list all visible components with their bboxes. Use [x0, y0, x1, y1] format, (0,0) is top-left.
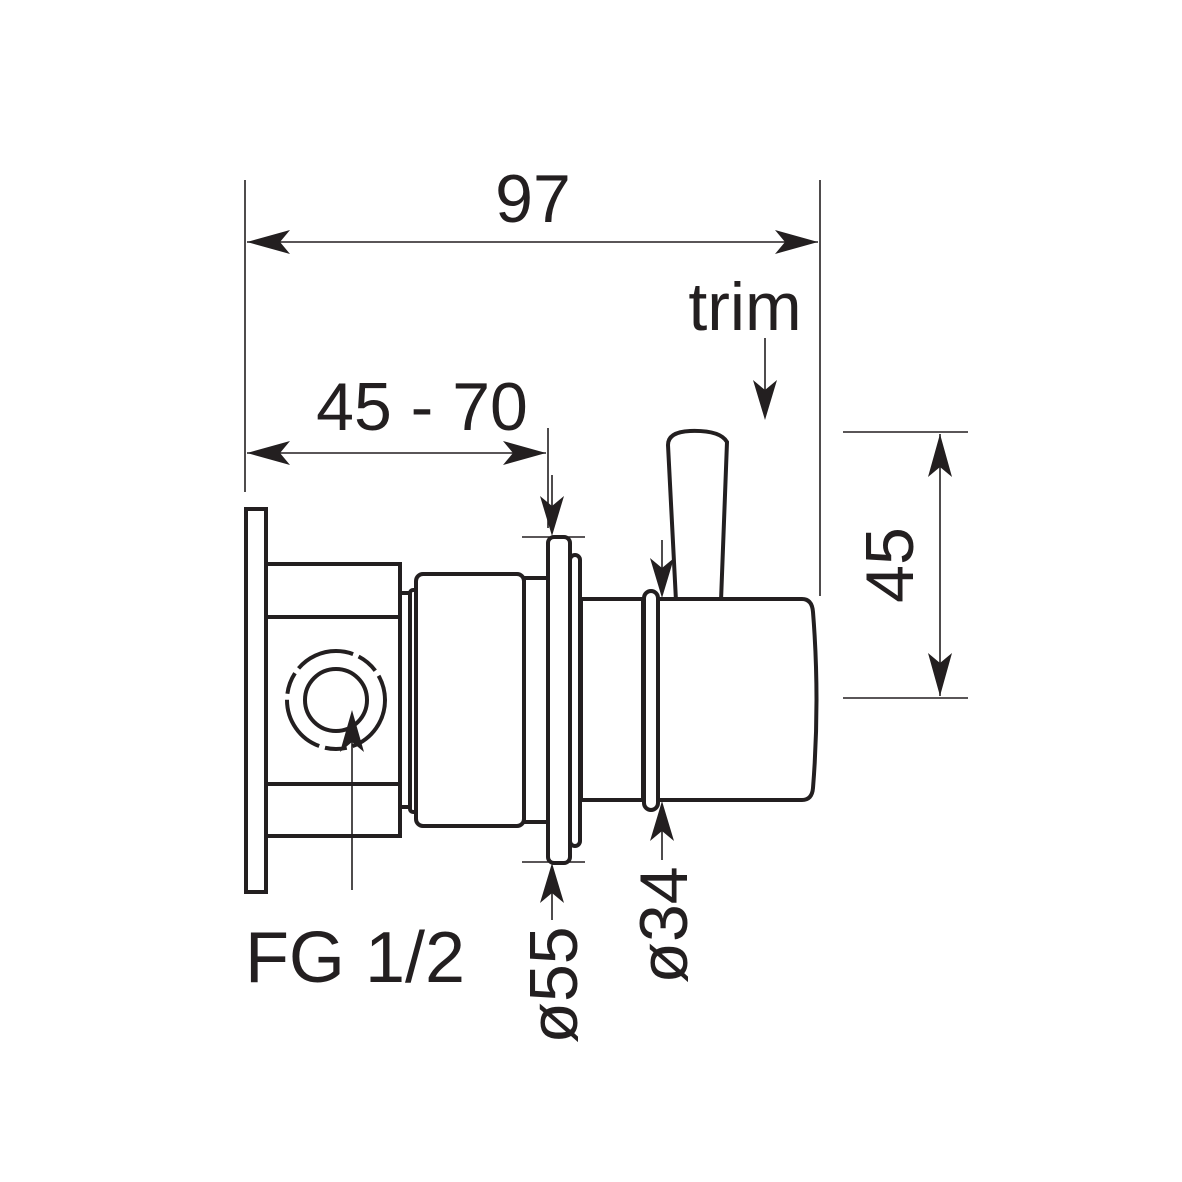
lever-handle — [665, 428, 730, 603]
dimension-45-label: 45 — [852, 527, 928, 603]
trim-label: trim — [688, 269, 801, 345]
dimension-d34: ø34 — [626, 540, 702, 984]
handle-body — [656, 597, 819, 802]
connection-inner-circle — [303, 667, 369, 733]
dimension-d34-label: ø34 — [626, 866, 702, 983]
connection-callout: FG 1/2 — [245, 710, 465, 998]
valve-cylinder — [414, 572, 526, 828]
wall-plate — [244, 507, 268, 894]
dimension-45-70: 45 - 70 — [247, 369, 549, 528]
connection-outer-circle — [285, 649, 387, 751]
cover-flange — [546, 535, 572, 865]
valve-neck — [522, 576, 550, 824]
dimension-45: 45 — [843, 431, 968, 699]
stem — [579, 597, 645, 802]
dimension-d55: ø55 — [516, 475, 592, 1044]
dimension-45-70-label: 45 - 70 — [316, 369, 528, 445]
connection-label: FG 1/2 — [245, 918, 465, 998]
dimension-d55-label: ø55 — [516, 926, 592, 1043]
handle-ring — [642, 589, 660, 812]
trim-callout: trim — [688, 269, 802, 420]
dimension-97-label: 97 — [495, 161, 571, 237]
dimension-97: 97 — [244, 161, 821, 596]
